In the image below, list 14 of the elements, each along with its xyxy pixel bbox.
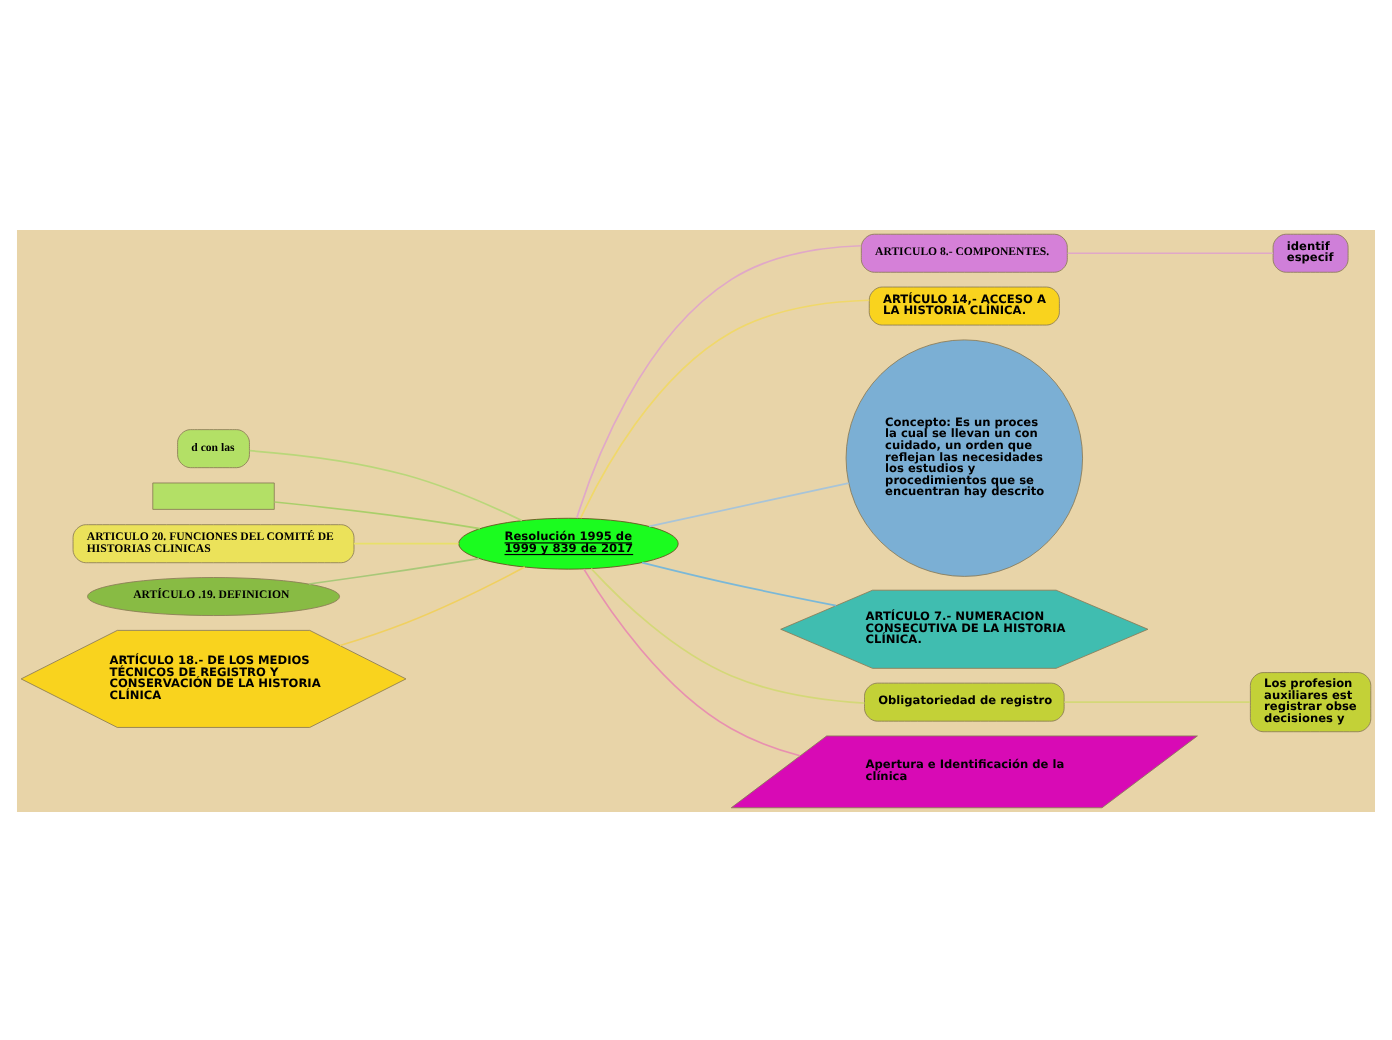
connector [583, 567, 801, 756]
connector [353, 541, 460, 544]
connector [273, 500, 481, 529]
connector [579, 298, 870, 519]
connector [308, 556, 480, 584]
connector [339, 565, 526, 646]
connector [575, 243, 863, 518]
connector [590, 566, 866, 704]
connector [1063, 700, 1251, 702]
connector [1066, 251, 1274, 254]
connector [248, 448, 523, 521]
connector [641, 560, 838, 606]
connector [648, 481, 850, 527]
node-box [152, 481, 275, 509]
